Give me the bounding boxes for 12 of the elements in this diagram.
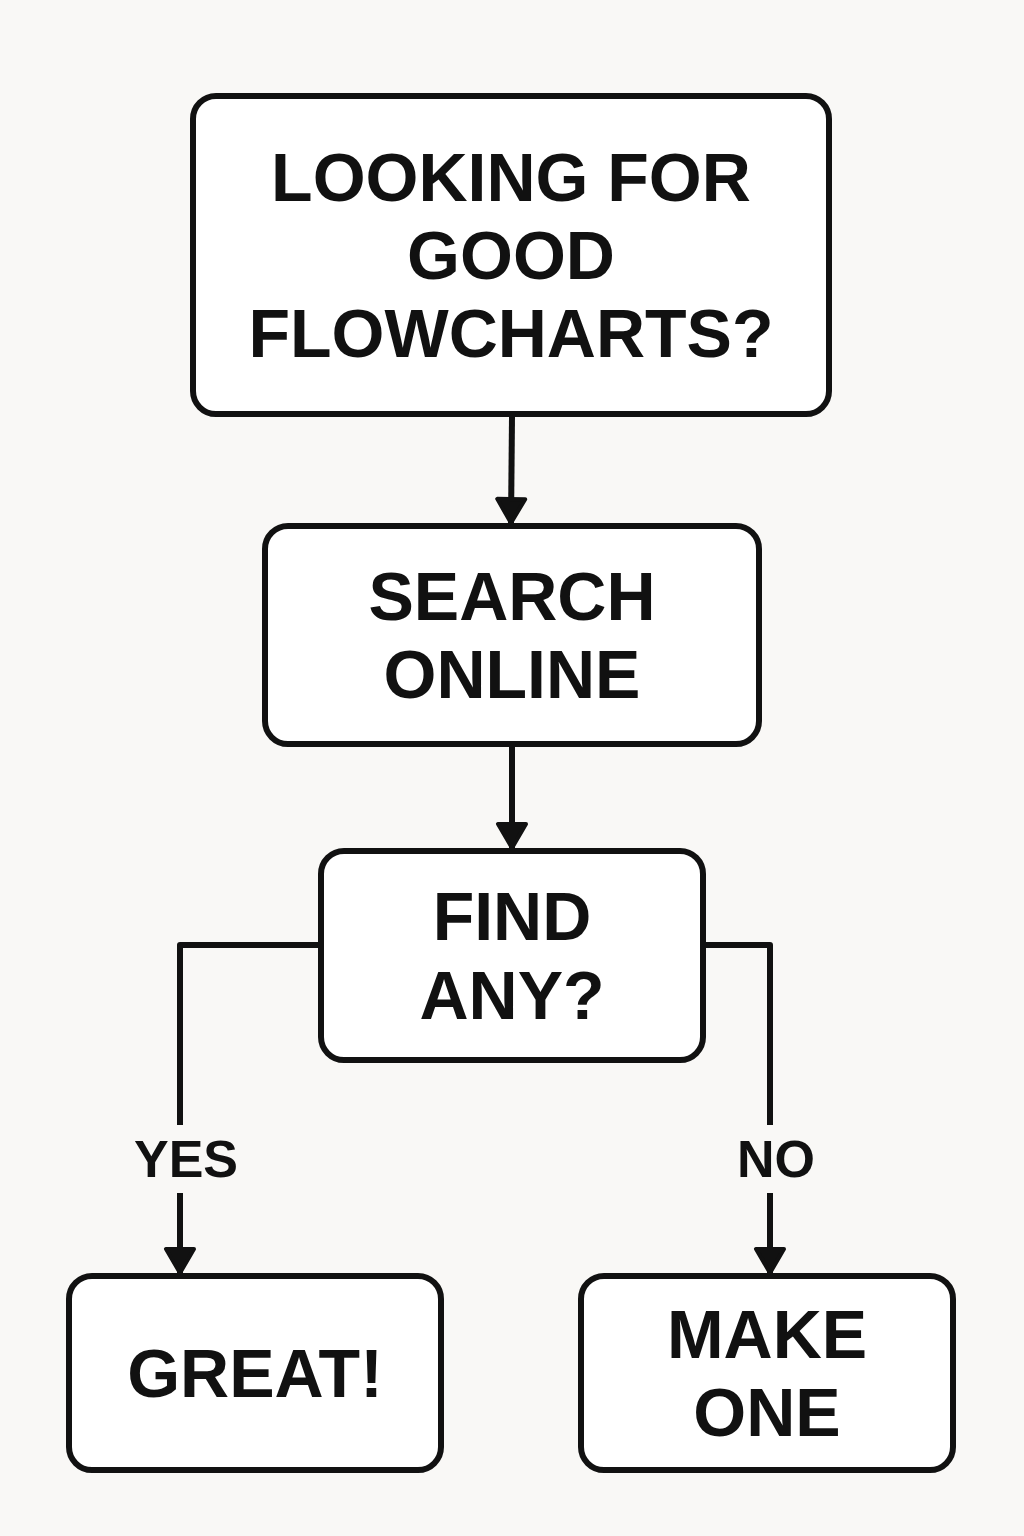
- box-label: MAKE ONE: [665, 1294, 869, 1452]
- box-label: GREAT!: [126, 1333, 384, 1413]
- box-label: FIND ANY?: [418, 877, 606, 1034]
- box-label: SEARCH ONLINE: [367, 556, 657, 714]
- arrow: [496, 747, 528, 850]
- process-box: [66, 1273, 444, 1473]
- process-box: [262, 523, 762, 747]
- process-box: [190, 93, 832, 417]
- box-label: LOOKING FOR GOOD FLOWCHARTS?: [247, 137, 775, 373]
- process-box: [318, 848, 706, 1063]
- process-box: [578, 1273, 956, 1473]
- arrow: [495, 416, 528, 525]
